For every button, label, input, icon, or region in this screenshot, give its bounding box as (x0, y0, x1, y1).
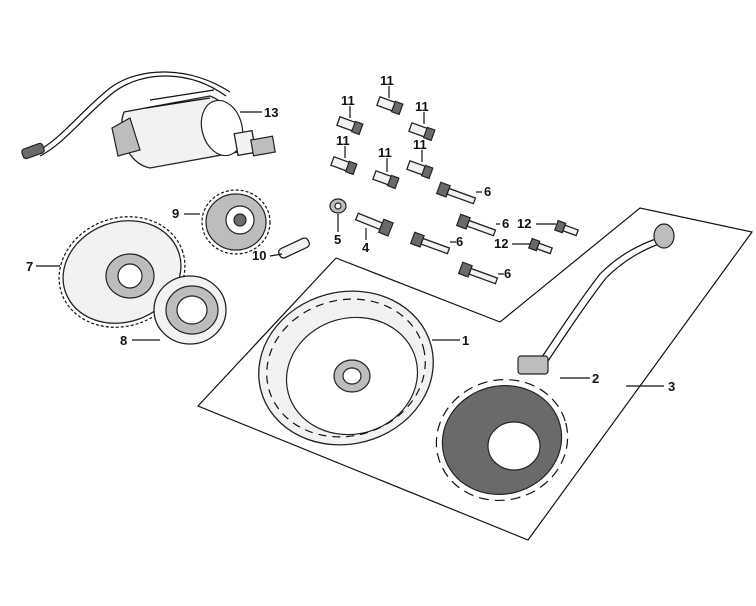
bolt-4[interactable] (354, 210, 394, 237)
pin-10[interactable] (277, 237, 310, 260)
bolts-11[interactable] (330, 95, 436, 190)
label-8: 8 (120, 333, 127, 348)
label-12-a: 12 (517, 216, 531, 231)
label-4: 4 (362, 240, 370, 255)
label-6-c: 6 (456, 234, 463, 249)
label-11-a: 11 (380, 73, 394, 88)
assembly-outline (196, 207, 754, 541)
stator-2[interactable] (423, 223, 675, 515)
label-10: 10 (252, 248, 266, 263)
label-11-b: 11 (341, 93, 355, 108)
label-6-a: 6 (484, 184, 491, 199)
label-6-d: 6 (504, 266, 511, 281)
label-13: 13 (264, 105, 278, 120)
bolts-6[interactable] (409, 181, 499, 286)
label-11-f: 11 (413, 137, 427, 152)
label-2: 2 (592, 371, 599, 386)
label-9: 9 (172, 206, 179, 221)
starter-gear-7[interactable] (43, 199, 200, 344)
label-6-b: 6 (502, 216, 509, 231)
clutch-8[interactable] (153, 275, 227, 345)
label-5: 5 (334, 232, 341, 247)
flywheel-1[interactable] (241, 272, 450, 464)
label-12-b: 12 (494, 236, 508, 251)
label-3: 3 (668, 379, 675, 394)
washer-5[interactable] (329, 198, 347, 214)
label-11-d: 11 (336, 133, 350, 148)
gear-9[interactable] (201, 189, 271, 255)
bolts-12[interactable] (528, 219, 580, 256)
label-7: 7 (26, 259, 33, 274)
label-11-c: 11 (415, 99, 429, 114)
label-1: 1 (462, 333, 469, 348)
starter-motor[interactable] (21, 71, 276, 169)
label-11-e: 11 (378, 145, 392, 160)
